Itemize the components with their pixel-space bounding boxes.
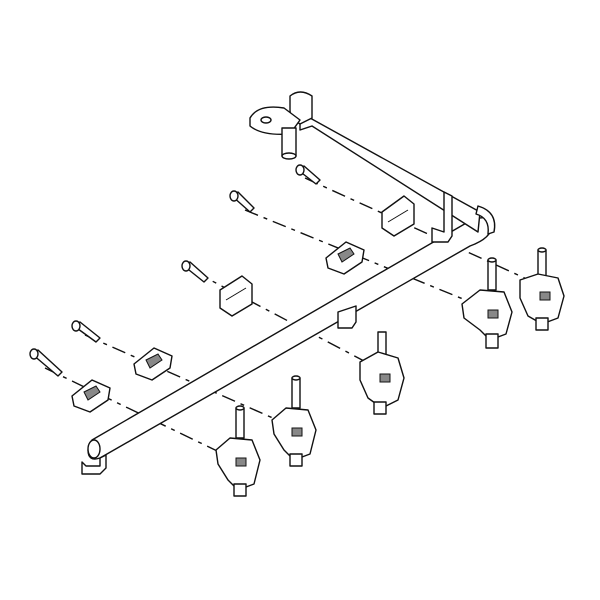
- valve-4: [461, 257, 513, 349]
- clip-3: [219, 275, 253, 317]
- screw-1: [29, 348, 63, 377]
- valve-1: [215, 405, 261, 497]
- screw-2: [71, 320, 101, 343]
- valve-2: [271, 375, 317, 467]
- clip-4: [325, 241, 365, 275]
- bracket-right: [431, 191, 453, 243]
- valves: [215, 247, 565, 497]
- mounting-brackets: [81, 191, 453, 475]
- screw-4: [229, 190, 255, 213]
- screws: [29, 164, 321, 377]
- bracket-middle: [337, 305, 357, 329]
- clips: [71, 195, 415, 413]
- clip-2: [133, 347, 173, 381]
- screw-5: [295, 164, 321, 185]
- valve-5: [519, 247, 565, 331]
- clip-5: [381, 195, 415, 237]
- manifold-pipe: [87, 91, 496, 460]
- screw-3: [181, 260, 209, 283]
- valve-3: [359, 331, 405, 415]
- bracket-left: [81, 454, 107, 475]
- clip-1: [71, 379, 111, 413]
